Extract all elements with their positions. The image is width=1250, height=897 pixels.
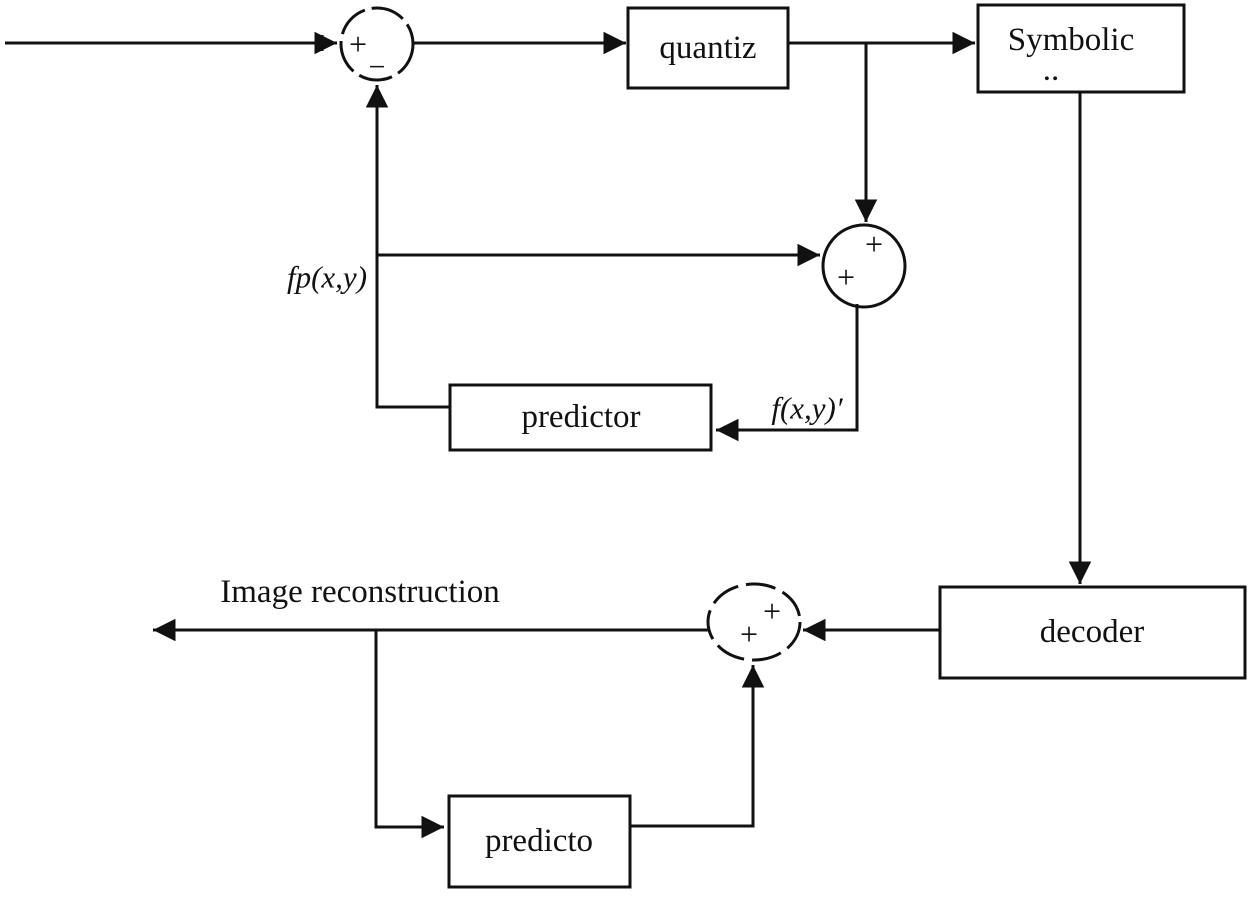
encoder-adder-plus-left-sign: + <box>837 259 855 295</box>
output-to-predictor-branch-path <box>374 630 444 839</box>
predictor-to-decoder-adder-path <box>630 665 765 828</box>
predictor-top-box <box>448 383 713 452</box>
reconstruction-signal-label: f(x,y)′ <box>771 391 844 426</box>
adder-to-predictor-path <box>716 304 859 442</box>
predictor-top-label: predictor <box>521 399 640 435</box>
decoder-adder-plus-left-sign: + <box>740 616 758 652</box>
encoder-adder-plus-top-sign: + <box>865 226 883 262</box>
predictor-bottom-box <box>447 794 632 889</box>
decoder-label: decoder <box>1040 614 1144 650</box>
quantizer-label: quantiz <box>659 30 756 66</box>
quantizer-box <box>626 6 790 90</box>
predictor-to-subtractor-path <box>365 85 450 409</box>
decoder-box <box>938 585 1247 680</box>
decoder-adder-junction <box>706 582 802 662</box>
encoder-adder-junction <box>821 223 907 309</box>
decoder-adder-plus-top-sign: + <box>763 593 781 629</box>
prediction-signal-label: fp(x,y) <box>287 260 367 295</box>
predictor-bottom-label: predicto <box>485 823 593 859</box>
input-subtractor-plus-sign: + <box>349 26 367 62</box>
symbolic-encoder-label-truncated: .. <box>1043 52 1060 88</box>
input-subtractor-minus-sign: − <box>369 51 386 84</box>
image-reconstruction-label: Image reconstruction <box>220 574 499 610</box>
symbolic-encoder-label: Symbolic <box>1008 22 1135 58</box>
